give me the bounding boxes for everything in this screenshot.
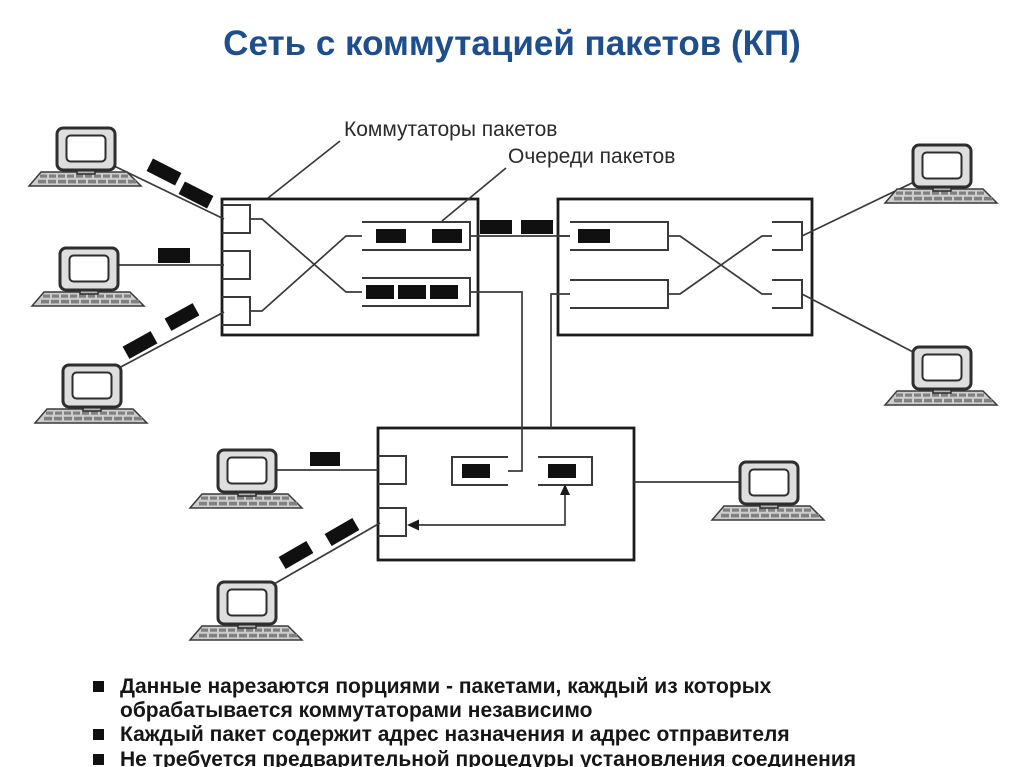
link-host7-sw3 (273, 522, 381, 585)
forwarding-wire (418, 494, 566, 526)
packet-switch-1 (222, 204, 471, 326)
crossbar-wire (668, 235, 772, 295)
leader-line-queues (441, 167, 507, 222)
bullet-text: Данные нарезаются порциями - пакетами, к… (120, 675, 772, 722)
bullet-square-icon (93, 729, 104, 740)
queued-packet (376, 229, 406, 243)
queued-packet (432, 229, 462, 243)
packet-queue (451, 456, 508, 486)
computer (883, 345, 999, 407)
input-port (378, 455, 407, 485)
network-links (111, 164, 915, 585)
computer (883, 143, 999, 205)
bullet-text: Каждый пакет содержит адрес назначения и… (120, 723, 790, 746)
packet-switch-3-box (376, 426, 636, 562)
packet-switch-3 (378, 455, 593, 537)
packet (164, 303, 200, 331)
list-item: Каждый пакет содержит адрес назначения и… (93, 723, 973, 747)
packet (521, 220, 553, 234)
packet (278, 540, 314, 570)
output-port (772, 279, 803, 309)
link-host3-sw1 (116, 311, 225, 370)
label-packet-queues: Очереди пакетов (508, 145, 676, 168)
packet-switch-2 (558, 221, 803, 309)
queued-packet (366, 285, 394, 299)
packet-queue (362, 277, 471, 307)
link-sw2-host5 (801, 293, 914, 353)
link-sw1-sw3 (470, 291, 523, 472)
label-packet-switches: Коммутаторы пакетов (344, 118, 558, 141)
packet (324, 517, 360, 547)
page-title: Сеть с коммутацией пакетов (КП) (223, 24, 801, 63)
queued-packet (430, 285, 458, 299)
arrowhead-left (407, 519, 419, 531)
crossbar-wire (250, 218, 362, 293)
queued-packet (462, 464, 490, 478)
packet (146, 158, 182, 186)
bullet-list: Данные нарезаются порциями - пакетами, к… (93, 675, 973, 767)
computer (188, 448, 304, 510)
packet (122, 331, 158, 359)
packet (178, 181, 214, 209)
computer (30, 246, 146, 308)
bullet-square-icon (93, 753, 104, 765)
bullet-text: Не требуется предварительной процедуры у… (120, 747, 857, 767)
arrowhead-up (560, 484, 570, 495)
input-port (378, 507, 407, 537)
input-port (222, 250, 251, 280)
computer (710, 460, 826, 522)
list-item: Не требуется предварительной процедуры у… (93, 748, 973, 767)
crossbar-wire (250, 235, 362, 312)
computer (27, 126, 143, 188)
list-item: Данные нарезаются порциями - пакетами, к… (93, 675, 973, 722)
queued-packet (578, 229, 610, 243)
link-host1-sw1 (111, 164, 225, 220)
queued-packet (548, 464, 576, 478)
queued-packet (398, 285, 426, 299)
output-port (772, 221, 803, 251)
leader-line-switches (267, 140, 341, 199)
packet-switch-2-box (556, 197, 814, 337)
computer (188, 580, 304, 642)
packet (480, 220, 512, 234)
link-sw2-sw3 (550, 293, 570, 428)
computers (27, 126, 999, 642)
packet (310, 452, 340, 466)
packet-queue (362, 221, 471, 251)
packets-on-links (122, 158, 553, 570)
packet (158, 248, 190, 263)
bullet-square-icon (93, 681, 104, 692)
computer (33, 363, 149, 425)
